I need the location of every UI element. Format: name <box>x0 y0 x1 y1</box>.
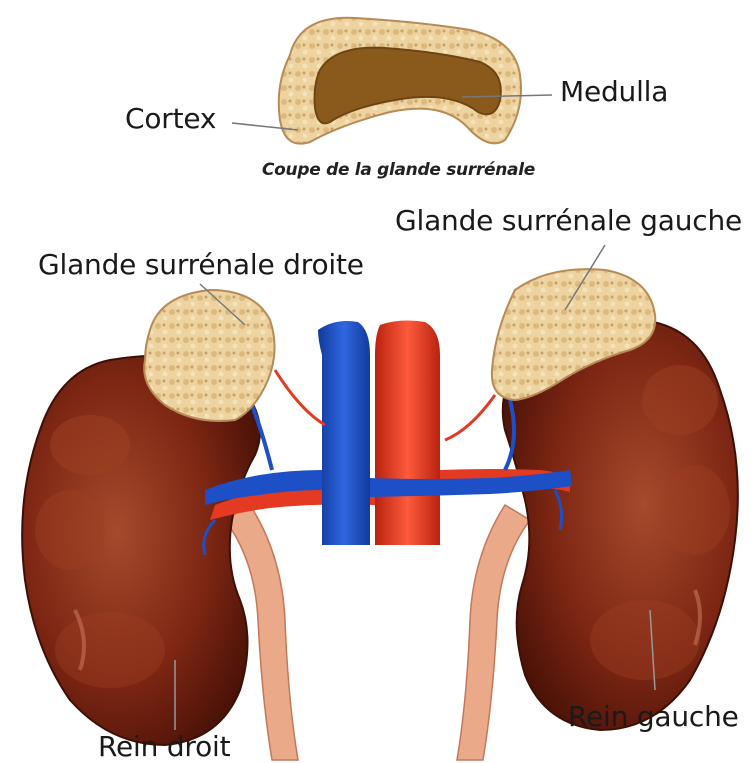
section-caption: Coupe de la glande surrénale <box>262 160 535 180</box>
aorta <box>375 321 440 545</box>
adrenal-section-illustration <box>279 18 521 144</box>
cortex-label: Cortex <box>125 102 216 135</box>
kidney-right-label: Rein droit <box>98 730 230 763</box>
right-adrenal-gland <box>144 290 274 421</box>
adrenal-right-label: Glande surrénale droite <box>38 248 364 281</box>
medulla-label: Medulla <box>560 75 668 108</box>
adrenal-left-label: Glande surrénale gauche <box>395 204 742 237</box>
vena-cava <box>318 321 370 545</box>
kidney-left-label: Rein gauche <box>568 700 739 733</box>
